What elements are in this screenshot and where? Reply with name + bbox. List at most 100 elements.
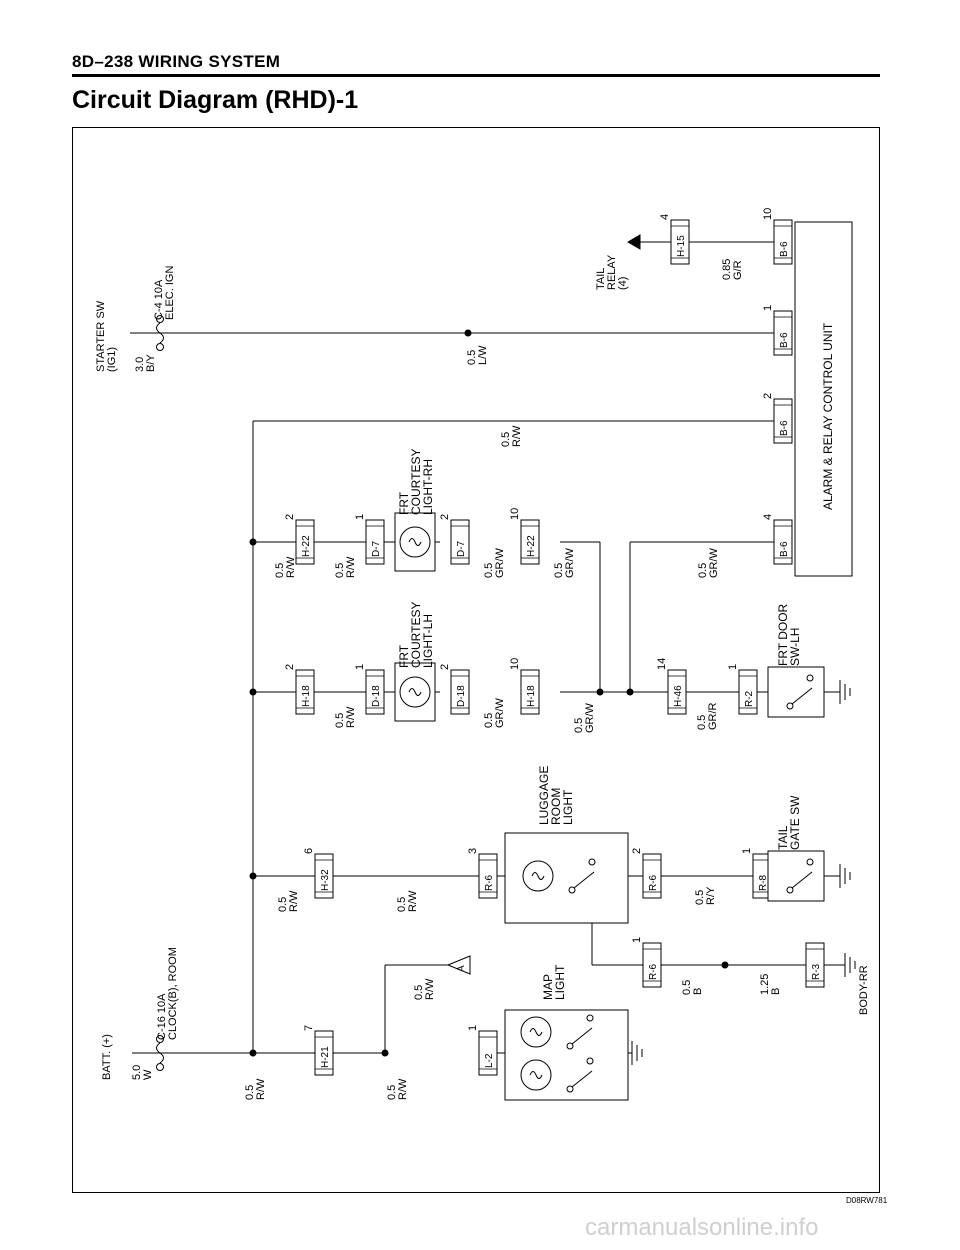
door-sw-box (767, 666, 825, 718)
connector-l2-label: L-2 (484, 1053, 495, 1068)
connector-l2-box (478, 1030, 498, 1076)
connector-h18-pin: 2 (284, 664, 296, 670)
lamp-luggage-filament (531, 872, 545, 880)
connector-r2-label: R-2 (744, 690, 755, 707)
door-sw-label: FRT DOORSW-LH (776, 603, 802, 666)
wire-label: 0.5GR/W (553, 547, 576, 578)
connector-l2-pin: 1 (467, 1025, 479, 1031)
tail-gate-label: TAILGATE SW (776, 795, 802, 850)
junction-dot (464, 329, 472, 337)
connector-r6-3-label: R-6 (484, 874, 495, 891)
connector-r6-2-pin: 2 (631, 848, 643, 854)
luggage-light-label: LUGGAGEROOMLIGHT (537, 766, 575, 825)
connector-r6-1-pin: 1 (631, 937, 643, 943)
connector-h18-b-label: H-18 (526, 685, 537, 707)
junction-dot (249, 688, 257, 696)
wire-label: 0.5R/W (396, 890, 419, 912)
lamp-courtesy-rh-filament (408, 538, 422, 546)
connector-b6-10-pin: 10 (762, 208, 774, 220)
connector-d18-2-pin: 2 (439, 664, 451, 670)
connector-r6-1-label: R-6 (648, 963, 659, 980)
map-switch-2-contact (566, 1085, 574, 1093)
fuse-c4-terminal (156, 315, 164, 323)
wire-label: 0.5GR/W (697, 547, 720, 578)
wire-label: 0.5R/Y (694, 886, 717, 905)
door-switch-blade (791, 687, 813, 705)
map-switch-1-blade (571, 1027, 593, 1045)
connector-h22-pin: 2 (284, 514, 296, 520)
connector-d18-2-label: D-18 (456, 685, 467, 707)
alarm-unit-label: ALARM & RELAY CONTROL UNIT (821, 322, 835, 510)
map-light-label: MAPLIGHT (541, 964, 567, 1000)
connector-b6-4-pin: 4 (762, 514, 774, 520)
wire-label: 0.5R/W (413, 978, 436, 1000)
lamp-map-2-filament (529, 1071, 543, 1079)
junction-dot (249, 538, 257, 546)
junction-dot (249, 1049, 257, 1057)
starter-fuse-label: C-4 10AELEC. IGN (153, 266, 176, 320)
connector-b6-4-label: B-6 (779, 541, 790, 557)
junction-dot (381, 1049, 389, 1057)
luggage-switch-contact (588, 858, 596, 866)
connector-b6-2-box (773, 398, 793, 444)
connector-h22-label: H-22 (301, 535, 312, 557)
connector-r3-box (805, 942, 825, 988)
fuse-c16-terminal (156, 1035, 164, 1043)
batt-label: BATT. (+) (101, 1034, 113, 1080)
tail-relay-arrow (627, 234, 641, 250)
connector-b6-1-box (773, 310, 793, 356)
junction-dot (721, 961, 729, 969)
connector-h21-label: H-21 (320, 1046, 331, 1068)
connector-h32-pin: 6 (303, 848, 315, 854)
wire-label: 0.5R/W (386, 1078, 409, 1100)
map-switch-1-contact (586, 1014, 594, 1022)
map-switch-1-contact (566, 1042, 574, 1050)
connector-d18-1-pin: 1 (354, 664, 366, 670)
connector-h18-box (295, 669, 315, 715)
diagram-frame (72, 127, 880, 1193)
connector-h46-label: H-46 (673, 685, 684, 707)
connector-r6-2-label: R-6 (648, 874, 659, 891)
connector-b6-1-pin: 1 (762, 305, 774, 311)
connector-b6-2-pin: 2 (762, 393, 774, 399)
connector-h18-b-pin: 10 (509, 658, 521, 670)
connector-b6-2-label: B-6 (779, 420, 790, 436)
wire-label: 0.5B (681, 980, 704, 995)
connector-b6-10-box (773, 219, 793, 265)
header-rule (72, 74, 880, 77)
wire-label: 1.25B (759, 974, 782, 995)
courtesy-lh-label: FRTCOURTESYLIGHT-LH (397, 602, 435, 668)
connector-h21-box (314, 1030, 334, 1076)
ref-a-label: A (456, 965, 467, 972)
door-switch-contact (806, 674, 814, 682)
connector-r2-pin: 1 (727, 664, 739, 670)
connector-h46-pin: 14 (656, 658, 668, 670)
connector-r6-3-pin: 3 (467, 848, 479, 854)
lamp-courtesy-lh-filament (408, 688, 422, 696)
connector-h22-b-pin: 10 (509, 508, 521, 520)
door-switch-contact (786, 702, 794, 710)
wire-label: 0.85G/R (721, 259, 744, 280)
connector-h46-box (667, 669, 687, 715)
connector-d7-1-label: D-7 (371, 540, 382, 557)
starter-label: STARTER SW(IG1) (95, 300, 118, 372)
connector-h32-label: H-32 (320, 869, 331, 891)
connector-r8-pin: 1 (741, 848, 753, 854)
luggage-switch-contact (568, 886, 576, 894)
connector-h15-box (670, 219, 690, 265)
tail-gate-sw-box (767, 850, 825, 902)
wire-label: 0.5R/W (334, 706, 357, 728)
wire-label: 0.5R/W (277, 890, 300, 912)
section-header: 8D–238 WIRING SYSTEM (72, 52, 281, 71)
connector-b6-1-label: B-6 (779, 332, 790, 348)
connector-d7-2-pin: 2 (439, 514, 451, 520)
connector-r3-label: R-3 (811, 963, 822, 980)
wire-label: 0.5R/W (244, 1078, 267, 1100)
connector-b6-4-box (773, 519, 793, 565)
wire-label: 0.5GR/W (483, 697, 506, 728)
map-switch-2-contact (586, 1057, 594, 1065)
wire-label: 0.5GR/R (696, 702, 719, 730)
wire-label: 0.5GR/W (573, 702, 596, 733)
tail-gate-switch-contact (806, 858, 814, 866)
